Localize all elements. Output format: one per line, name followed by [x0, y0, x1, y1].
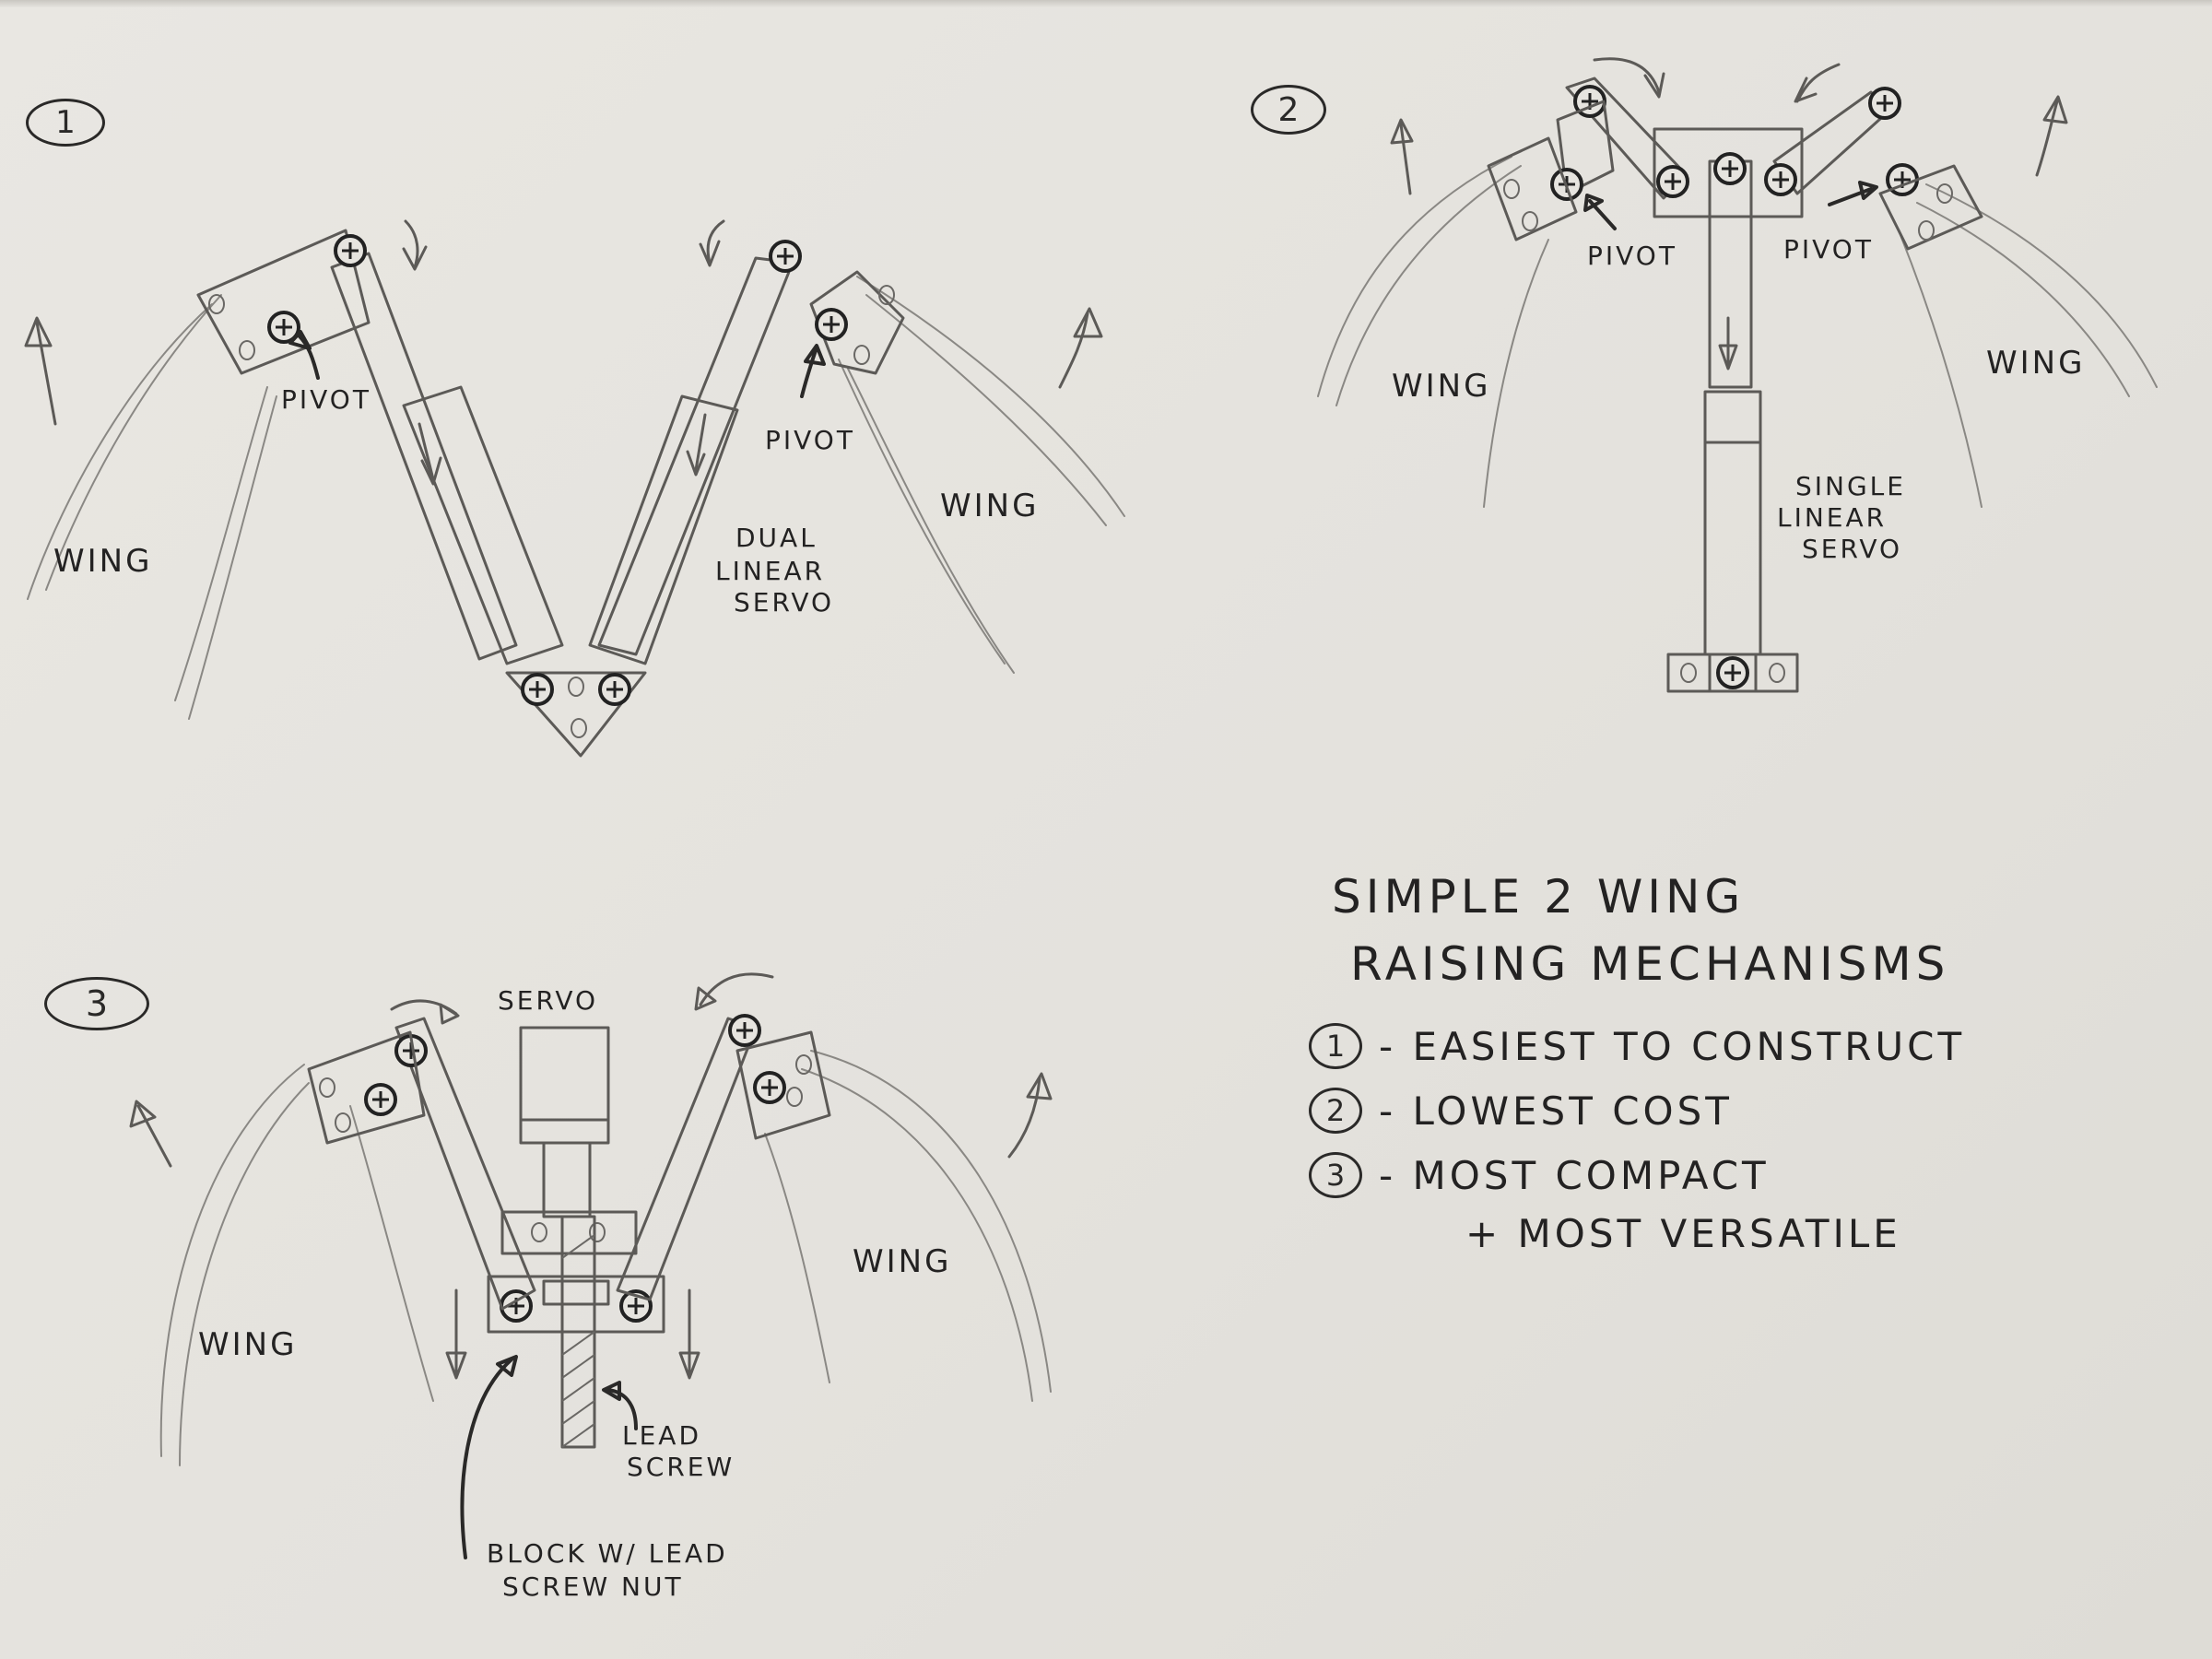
m1-actuator-label-2: Linear — [715, 556, 826, 586]
note-item: 1 - Easiest to construct — [1309, 1023, 1965, 1069]
m2-actuator-label-1: Single — [1795, 471, 1906, 501]
mechanism-3-number: 3 — [44, 977, 149, 1030]
mechanism-1-drawing — [24, 219, 1125, 758]
m3-block-label-2: Screw Nut — [502, 1571, 684, 1602]
m3-wing-right-label: Wing — [853, 1243, 952, 1280]
m2-pivot-left-label: Pivot — [1587, 241, 1677, 271]
m1-wing-left-label: Wing — [53, 543, 153, 580]
m1-actuator-label-3: Servo — [734, 587, 835, 618]
m2-wing-right-label: Wing — [1986, 345, 2086, 382]
mechanism-1-number: 1 — [26, 99, 105, 147]
m3-lead-screw-label-2: Screw — [627, 1452, 735, 1482]
m3-block-label-1: Block w/ Lead — [487, 1538, 728, 1569]
paper-edge — [0, 0, 2212, 7]
mechanism-2-number: 2 — [1251, 85, 1326, 135]
m2-actuator-label-3: Servo — [1802, 534, 1903, 564]
note-number: 2 — [1309, 1088, 1362, 1134]
m2-actuator-label-2: Linear — [1777, 502, 1888, 533]
note-item: 3 - Most compact — [1309, 1152, 1965, 1198]
m2-pivot-right-label: Pivot — [1783, 234, 1874, 265]
m1-actuator-label-1: Dual — [735, 523, 818, 553]
mechanism-2-drawing — [1317, 57, 2158, 693]
m1-pivot-left-label: Pivot — [281, 384, 371, 415]
note-item: 2 - Lowest cost — [1309, 1088, 1965, 1134]
m3-lead-screw-label-1: Lead — [622, 1420, 702, 1451]
note-continuation: + Most versatile — [1465, 1211, 1901, 1256]
note-number: 3 — [1309, 1152, 1362, 1198]
note-text: - Most compact — [1379, 1152, 1770, 1198]
mechanism-3-drawing — [129, 972, 1053, 1559]
note-text: - Lowest cost — [1379, 1088, 1733, 1134]
m3-servo-label: Servo — [498, 985, 599, 1016]
m3-wing-left-label: Wing — [198, 1326, 298, 1363]
notes-list: 1 - Easiest to construct 2 - Lowest cost… — [1309, 1023, 1965, 1256]
note-number: 1 — [1309, 1023, 1362, 1069]
note-text: - Easiest to construct — [1379, 1023, 1966, 1069]
title-line-1: Simple 2 Wing — [1332, 870, 1746, 924]
title-line-2: Raising Mechanisms — [1350, 937, 1950, 991]
m2-wing-left-label: Wing — [1392, 368, 1491, 405]
m1-pivot-right-label: Pivot — [765, 425, 855, 455]
m1-wing-right-label: Wing — [940, 488, 1040, 524]
